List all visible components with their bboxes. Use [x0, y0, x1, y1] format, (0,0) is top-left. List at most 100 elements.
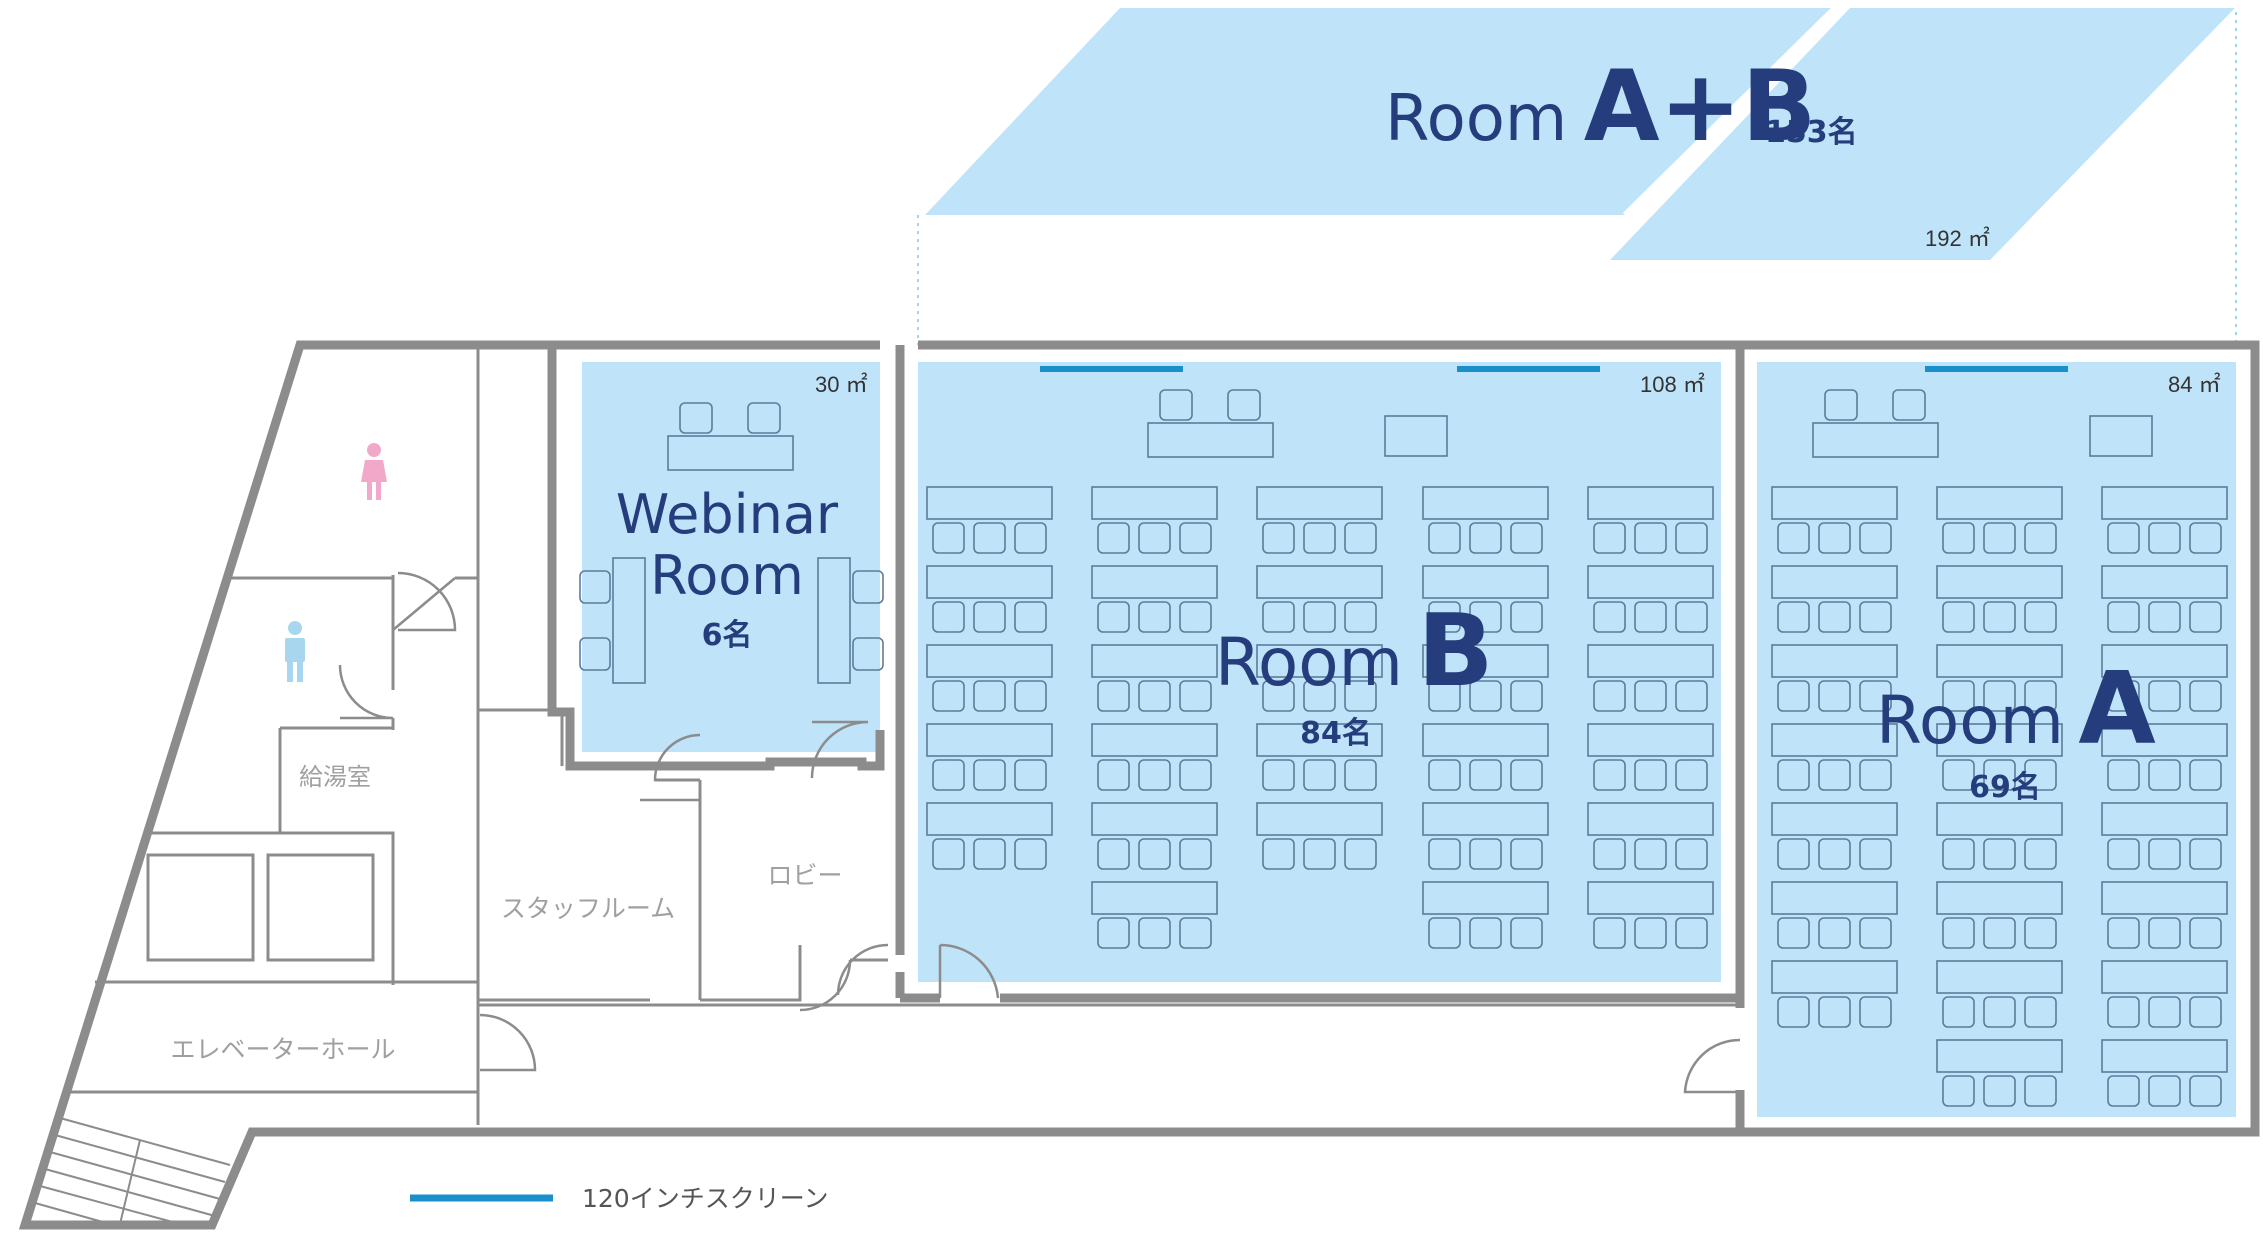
room-b-title: Room B: [1215, 592, 1494, 709]
chair: [1469, 522, 1502, 554]
chair: [1777, 522, 1810, 554]
chair: [1942, 522, 1975, 554]
chair: [1510, 917, 1543, 949]
chair: [1344, 680, 1377, 712]
chair: [1859, 522, 1892, 554]
chair: [1262, 601, 1295, 633]
desk: [1587, 644, 1714, 678]
desk: [1422, 723, 1549, 757]
room-b-capacity: 84名: [1300, 716, 1372, 751]
desk: [926, 802, 1053, 836]
chair: [1097, 759, 1130, 791]
desk: [1256, 723, 1383, 757]
desk: [667, 435, 794, 471]
chair: [973, 838, 1006, 870]
chair: [1510, 601, 1543, 633]
chair: [1262, 680, 1295, 712]
chair: [1818, 759, 1851, 791]
chair: [1593, 680, 1626, 712]
chair: [1510, 680, 1543, 712]
desk: [2101, 723, 2228, 757]
desk: [1936, 565, 2063, 599]
chair: [932, 759, 965, 791]
chair: [1014, 680, 1047, 712]
chair: [1859, 917, 1892, 949]
desk: [1091, 802, 1218, 836]
desk: [926, 723, 1053, 757]
chair: [1942, 917, 1975, 949]
legend: 120インチスクリーン: [410, 1184, 828, 1213]
chair: [2024, 996, 2057, 1028]
chair: [1469, 917, 1502, 949]
desk: [1587, 802, 1714, 836]
chair: [2189, 522, 2222, 554]
webinar-area: 30 ㎡: [815, 372, 868, 397]
chair: [1179, 522, 1212, 554]
desk: [1422, 644, 1549, 678]
chair: [1469, 601, 1502, 633]
desk: [1422, 486, 1549, 520]
chair: [1179, 838, 1212, 870]
chair: [1675, 838, 1708, 870]
elevator-hall-label: エレベーターホール: [170, 1035, 395, 1064]
chair: [1428, 522, 1461, 554]
chair: [1179, 759, 1212, 791]
chair: [2107, 759, 2140, 791]
chair: [1942, 838, 1975, 870]
desk: [1091, 723, 1218, 757]
chair: [1344, 601, 1377, 633]
chair: [2024, 680, 2057, 712]
chair: [1942, 759, 1975, 791]
chair: [2189, 759, 2222, 791]
chair: [1859, 601, 1892, 633]
desk: [1771, 565, 1898, 599]
chair: [1818, 838, 1851, 870]
chair: [1983, 996, 2016, 1028]
desk: [1422, 881, 1549, 915]
chair: [1138, 601, 1171, 633]
desk: [1091, 881, 1218, 915]
desk: [1771, 881, 1898, 915]
kitchenette-label: 給湯室: [299, 763, 371, 791]
chair: [747, 402, 781, 434]
chair: [2024, 601, 2057, 633]
desk: [1587, 565, 1714, 599]
desk: [2101, 565, 2228, 599]
desk: [1936, 881, 2063, 915]
chair: [2107, 1075, 2140, 1107]
chair: [852, 570, 884, 604]
chair: [1097, 838, 1130, 870]
chair: [973, 680, 1006, 712]
chair: [2107, 522, 2140, 554]
chair: [1344, 838, 1377, 870]
combined-area: 192 ㎡: [1925, 226, 1990, 251]
chair: [1303, 838, 1336, 870]
desk: [1587, 881, 1714, 915]
desk: [1771, 723, 1898, 757]
podium: [2089, 415, 2153, 457]
desk: [1936, 723, 2063, 757]
desk: [2101, 486, 2228, 520]
chair: [932, 838, 965, 870]
chair: [1675, 522, 1708, 554]
chair: [1593, 522, 1626, 554]
chair: [1344, 522, 1377, 554]
desk: [1256, 565, 1383, 599]
chair: [1179, 601, 1212, 633]
chair: [2148, 680, 2181, 712]
desk: [2101, 881, 2228, 915]
chair: [1179, 680, 1212, 712]
chair: [1303, 759, 1336, 791]
chair: [1469, 838, 1502, 870]
chair: [1818, 680, 1851, 712]
combined-panel-right: [1610, 8, 2235, 260]
desk: [2101, 802, 2228, 836]
chair: [1942, 996, 1975, 1028]
chair: [1983, 680, 2016, 712]
female-restroom-icon: [361, 443, 387, 500]
chair: [1097, 601, 1130, 633]
chair: [1428, 838, 1461, 870]
chair: [1469, 680, 1502, 712]
chair: [1303, 522, 1336, 554]
podium: [1384, 415, 1448, 457]
